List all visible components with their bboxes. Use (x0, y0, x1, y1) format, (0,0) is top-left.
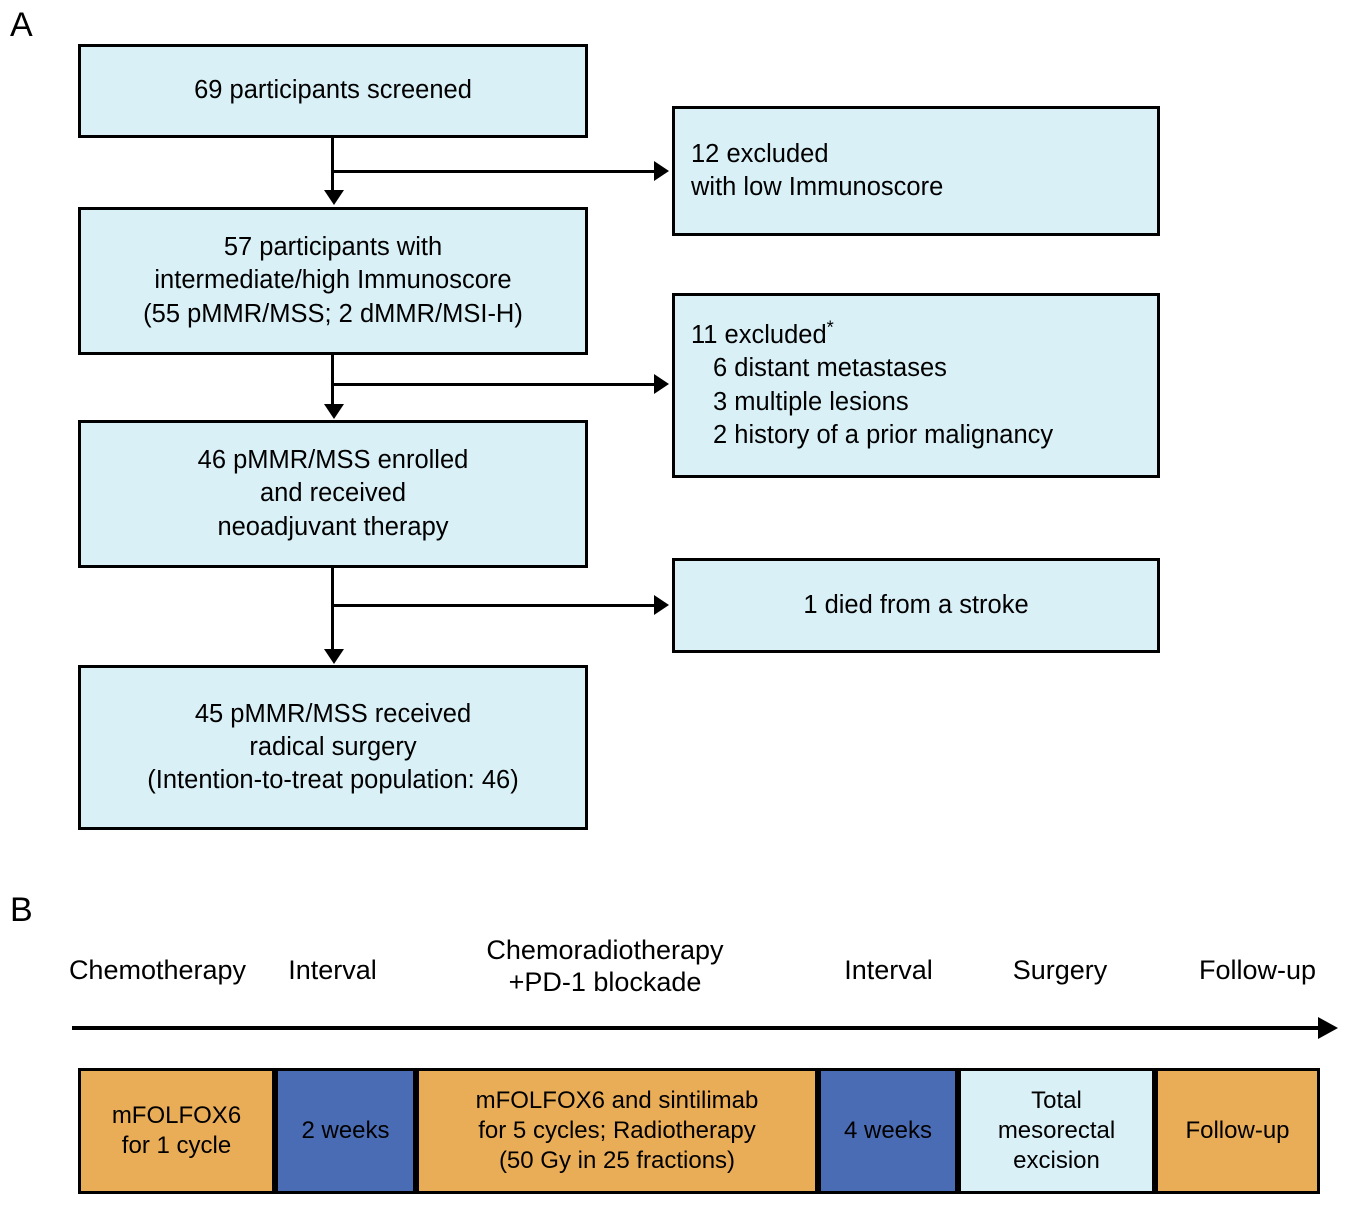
connector-v-2 (331, 355, 334, 406)
timeline-label-interval-2: Interval (844, 955, 933, 985)
timeline-axis-arrowhead (1318, 1017, 1338, 1039)
panel-a-letter: A (10, 6, 33, 44)
connector-arrow-down-2 (324, 404, 344, 419)
timeline-segment-crt-sintilimab-label: mFOLFOX6 and sintilimab for 5 cycles; Ra… (475, 1087, 759, 1174)
timeline-segment-crt-sintilimab: mFOLFOX6 and sintilimab for 5 cycles; Ra… (416, 1068, 818, 1194)
flow-box-immunoscore-label: 57 participants with intermediate/high I… (143, 233, 523, 328)
connector-arrow-right-1 (654, 161, 669, 181)
timeline-label-surgery: Surgery (1012, 955, 1108, 985)
timeline-segment-mfolfox6-1cycle: mFOLFOX6 for 1 cycle (78, 1068, 275, 1194)
exclusion-box-low-immunoscore-label: 12 excluded with low Immunoscore (691, 139, 944, 201)
flow-box-enrolled: 46 pMMR/MSS enrolled and received neoadj… (78, 420, 588, 568)
timeline-segment-two-weeks: 2 weeks (275, 1068, 416, 1194)
exclusion-box-died-stroke-label: 1 died from a stroke (803, 590, 1029, 619)
timeline-segment-mfolfox6-1cycle-label: mFOLFOX6 for 1 cycle (111, 1102, 242, 1159)
exclusion-box-died-stroke: 1 died from a stroke (672, 558, 1160, 653)
exclusion-sub-item-3: 2 history of a prior malignancy (713, 420, 1054, 449)
connector-arrow-down-3 (324, 649, 344, 664)
timeline-segment-two-weeks-label: 2 weeks (301, 1117, 390, 1145)
timeline-axis (72, 1026, 1320, 1030)
connector-arrow-right-3 (654, 595, 669, 615)
timeline-segment-total-mesorectal: Total mesorectal excision (958, 1068, 1155, 1194)
timeline-label-chemoradiotherapy: Chemoradiotherapy +PD-1 blockade (486, 935, 724, 997)
timeline-segment-four-weeks-label: 4 weeks (843, 1117, 933, 1145)
asterisk-marker: * (826, 316, 834, 338)
timeline-segment-four-weeks: 4 weeks (818, 1068, 958, 1194)
exclusion-box-eleven: 11 excluded* 6 distant metastases 3 mult… (672, 293, 1160, 478)
timeline-segment-follow-up: Follow-up (1155, 1068, 1320, 1194)
exclusion-box-low-immunoscore: 12 excluded with low Immunoscore (672, 106, 1160, 236)
flow-box-radical-surgery-label: 45 pMMR/MSS received radical surgery (In… (147, 699, 519, 795)
flow-box-screened-label: 69 participants screened (194, 76, 472, 105)
flow-box-immunoscore: 57 participants with intermediate/high I… (78, 207, 588, 355)
flow-box-radical-surgery: 45 pMMR/MSS received radical surgery (In… (78, 665, 588, 830)
exclusion-box-eleven-heading-text: 11 excluded (691, 321, 827, 350)
panel-b-letter: B (10, 891, 33, 929)
timeline-segment-follow-up-label: Follow-up (1185, 1117, 1290, 1145)
timeline-label-follow-up: Follow-up (1198, 955, 1317, 985)
timeline-segment-total-mesorectal-label: Total mesorectal excision (997, 1087, 1116, 1174)
connector-v-3 (331, 568, 334, 651)
connector-arrow-right-2 (654, 374, 669, 394)
exclusion-sub-item-1: 6 distant metastases (713, 354, 947, 383)
connector-v-1 (331, 138, 334, 192)
connector-h-1 (331, 170, 656, 173)
connector-arrow-down-1 (324, 190, 344, 205)
connector-h-2 (331, 383, 656, 386)
flow-box-screened: 69 participants screened (78, 44, 588, 138)
exclusion-box-eleven-heading: 11 excluded* (691, 316, 834, 352)
timeline-label-chemotherapy: Chemotherapy (68, 955, 247, 985)
timeline-label-interval-1: Interval (288, 955, 377, 985)
exclusion-sub-item-2: 3 multiple lesions (713, 387, 909, 416)
connector-h-3 (331, 604, 656, 607)
flow-box-enrolled-label: 46 pMMR/MSS enrolled and received neoadj… (197, 446, 469, 541)
